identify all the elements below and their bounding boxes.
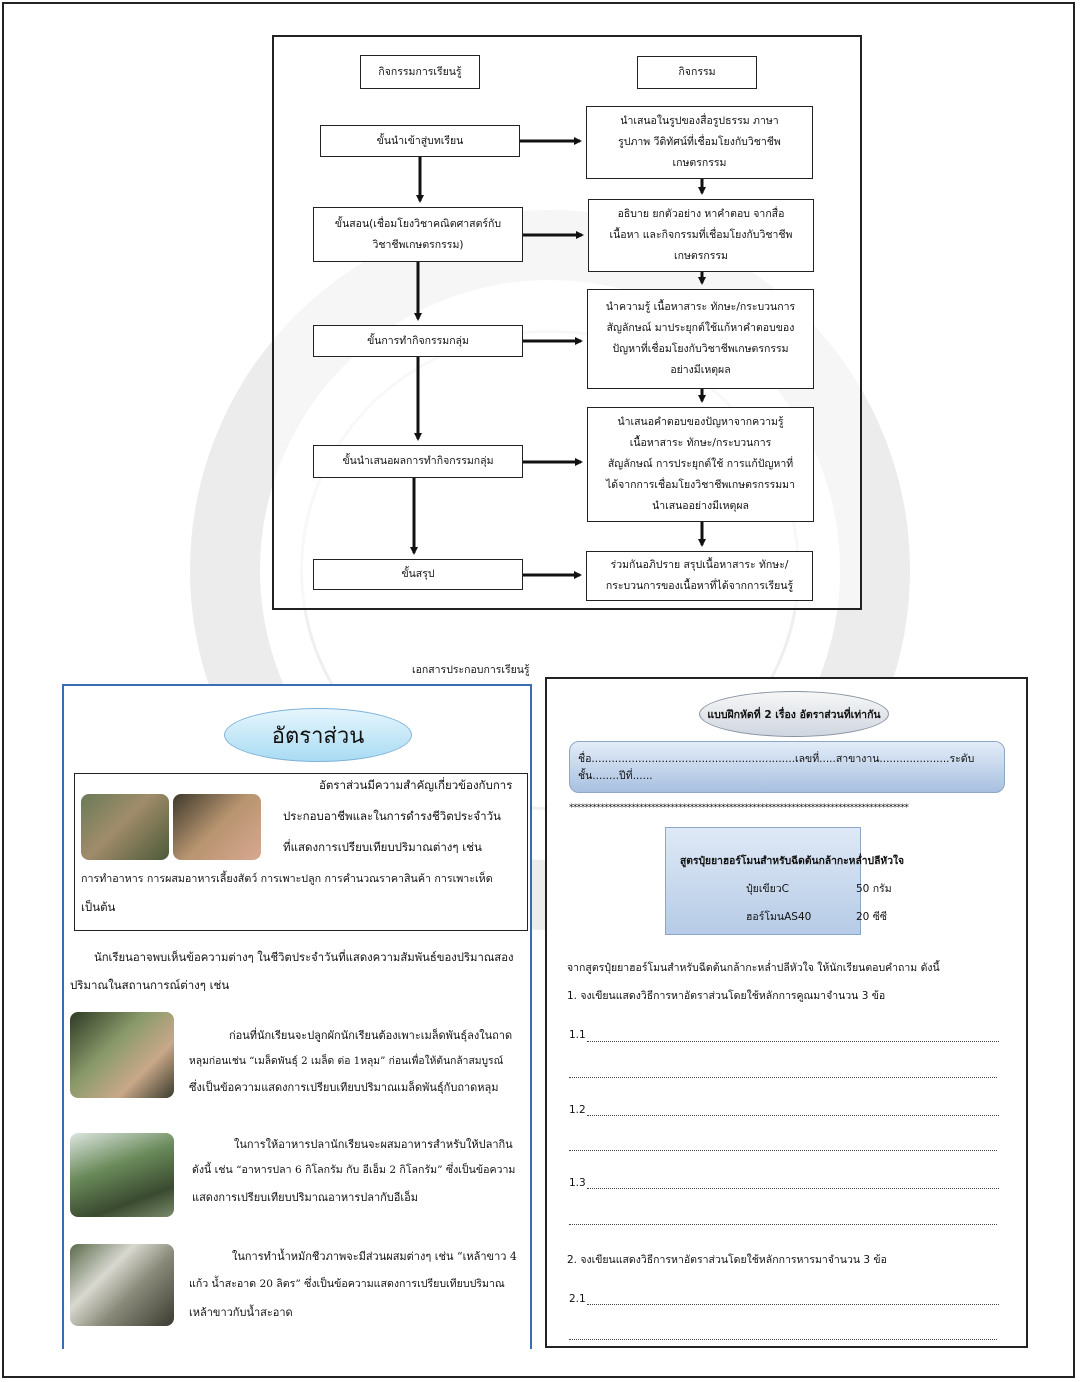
student-info-bar: ชื่อ....................................… [569,741,1005,793]
answer-line-1-1a[interactable] [587,1041,999,1042]
intro-line-4: การทำอาหาร การผสมอาหารเลี้ยงสัตว์ การเพา… [81,872,493,885]
seedling-photo [70,1012,174,1098]
ratio-title: อัตราส่วน [224,708,412,762]
answer-line-1-3a[interactable] [587,1188,999,1189]
fertilizer-formula-box: สูตรปุ๋ยยาฮอร์โมนสำหรับฉีดต้นกล้ากะหล่ำป… [665,827,904,935]
activity-group: นำความรู้ เนื้อหาสาระ ทักษะ/กระบวนการสัญ… [587,289,814,389]
paragraph-line-1: นักเรียนอาจพบเห็นข้อความต่างๆ ในชีวิตประ… [94,951,514,964]
formula-item-2-name: ฮอร์โมนAS40 [746,911,812,923]
farm-photo-1 [81,794,169,860]
step-group-activity: ขั้นการทำกิจกรรมกลุ่ม [313,325,523,357]
right-page: แบบฝึกหัดที่ 2 เรื่อง อัตราส่วนที่เท่ากั… [545,677,1028,1348]
example-2-line-1: ในการให้อาหารปลานักเรียนจะผสมอาหารสำหรับ… [234,1138,513,1151]
answer-line-1-2b[interactable] [569,1150,997,1151]
intro-line-2: ประกอบอาชีพและในการดำรงชีวิตประจำวัน [283,809,501,823]
question-1: 1. จงเขียนแสดงวิธีการหาอัตราส่วนโดยใช้หล… [567,990,886,1002]
activity-summary: ร่วมกันอภิปราย สรุปเนื้อหาสาระ ทักษะ/กระ… [586,551,813,601]
question-2: 2. จงเขียนแสดงวิธีการหาอัตราส่วนโดยใช้หล… [567,1254,887,1266]
left-page: อัตราส่วน อัตราส่วนมีความสำคัญเกี่ยวข้อง… [62,684,532,1349]
example-3-line-3: เหล้าขาวกับน้ำสะอาด [189,1306,293,1319]
star-divider: ****************************************… [569,803,909,813]
formula-item-1-name: ปุ๋ยเขียวC [746,883,789,895]
caption-learning-document: เอกสารประกอบการเรียนรู้ [412,664,530,676]
activity-teach: อธิบาย ยกตัวอย่าง หาคำตอบ จากสื่อเนื้อหา… [588,199,814,272]
answer-line-2-1b[interactable] [569,1339,997,1340]
flowchart-header-left: กิจกรรมการเรียนรู้ [360,55,480,89]
answer-line-1-2a[interactable] [587,1115,999,1116]
example-1-line-3: ซึ่งเป็นข้อความแสดงการเปรียบเทียบปริมาณเ… [189,1081,499,1094]
step-teach: ขั้นสอน(เชื่อมโยงวิชาคณิตศาสตร์กับวิชาชี… [313,207,523,262]
example-2-line-3: แสดงการเปรียบเทียบปริมาณอาหารปลากับอีเอ็… [192,1191,418,1204]
answer-line-2-1a[interactable] [587,1304,999,1305]
answer-label-1-1: 1.1 [569,1029,586,1041]
intro-line-3: ที่แสดงการเปรียบเทียบปริมาณต่างๆ เช่น [283,840,482,854]
answer-label-1-2: 1.2 [569,1104,586,1116]
intro-box: อัตราส่วนมีความสำคัญเกี่ยวข้องกับการ ประ… [74,773,528,931]
formula-item-1-amount: 50 กรัม [856,883,892,895]
instruction-text: จากสูตรปุ๋ยยาฮอร์โมนสำหรับฉีดต้นกล้ากะหล… [567,962,940,974]
intro-line-5: เป็นต้น [81,900,116,914]
example-2-line-2: ดังนี้ เช่น “อาหารปลา 6 กิโลกรัม กับ อีเ… [192,1164,516,1176]
answer-line-1-3b[interactable] [569,1224,997,1225]
paragraph-line-2: ปริมาณในสถานการณ์ต่างๆ เช่น [70,978,230,992]
formula-item-2-amount: 20 ซีซี [856,911,887,923]
example-1-line-2: หลุมก่อนเช่น “เมล็ดพันธุ์ 2 เมล็ด ต่อ 1ห… [189,1055,504,1067]
answer-label-1-3: 1.3 [569,1177,586,1189]
example-3-line-1: ในการทำน้ำหมักชีวภาพจะมีส่วนผสมต่างๆ เช่… [232,1250,517,1263]
farm-photo-2 [173,794,261,860]
fish-feeding-photo [70,1133,174,1217]
step-summary: ขั้นสรุป [313,559,523,590]
student-info-line: ชื่อ....................................… [578,753,975,782]
example-1-line-1: ก่อนที่นักเรียนจะปลูกผักนักเรียนต้องเพาะ… [229,1029,513,1042]
intro-line-1: อัตราส่วนมีความสำคัญเกี่ยวข้องกับการ [319,778,513,792]
example-3-line-2: แก้ว น้ำสะอาด 20 ลิตร” ซึ่งเป็นข้อความแส… [189,1278,505,1290]
answer-label-2-1: 2.1 [569,1293,586,1305]
step-present: ขั้นนำเสนอผลการทำกิจกรรมกลุ่ม [313,445,523,478]
step-intro: ขั้นนำเข้าสู่บทเรียน [320,125,520,157]
activity-intro: นำเสนอในรูปของสื่อรูปธรรม ภาษารูปภาพ วีด… [586,106,813,179]
exercise-title: แบบฝึกหัดที่ 2 เรื่อง อัตราส่วนที่เท่ากั… [699,691,889,737]
answer-line-1-1b[interactable] [569,1077,997,1078]
formula-title: สูตรปุ๋ยยาฮอร์โมนสำหรับฉีดต้นกล้ากะหล่ำป… [680,855,905,867]
flowchart-header-right: กิจกรรม [637,56,757,89]
activity-present: นำเสนอคำตอบของปัญหาจากความรู้เนื้อหาสาระ… [587,407,814,522]
bio-fertilizer-photo [70,1244,174,1326]
